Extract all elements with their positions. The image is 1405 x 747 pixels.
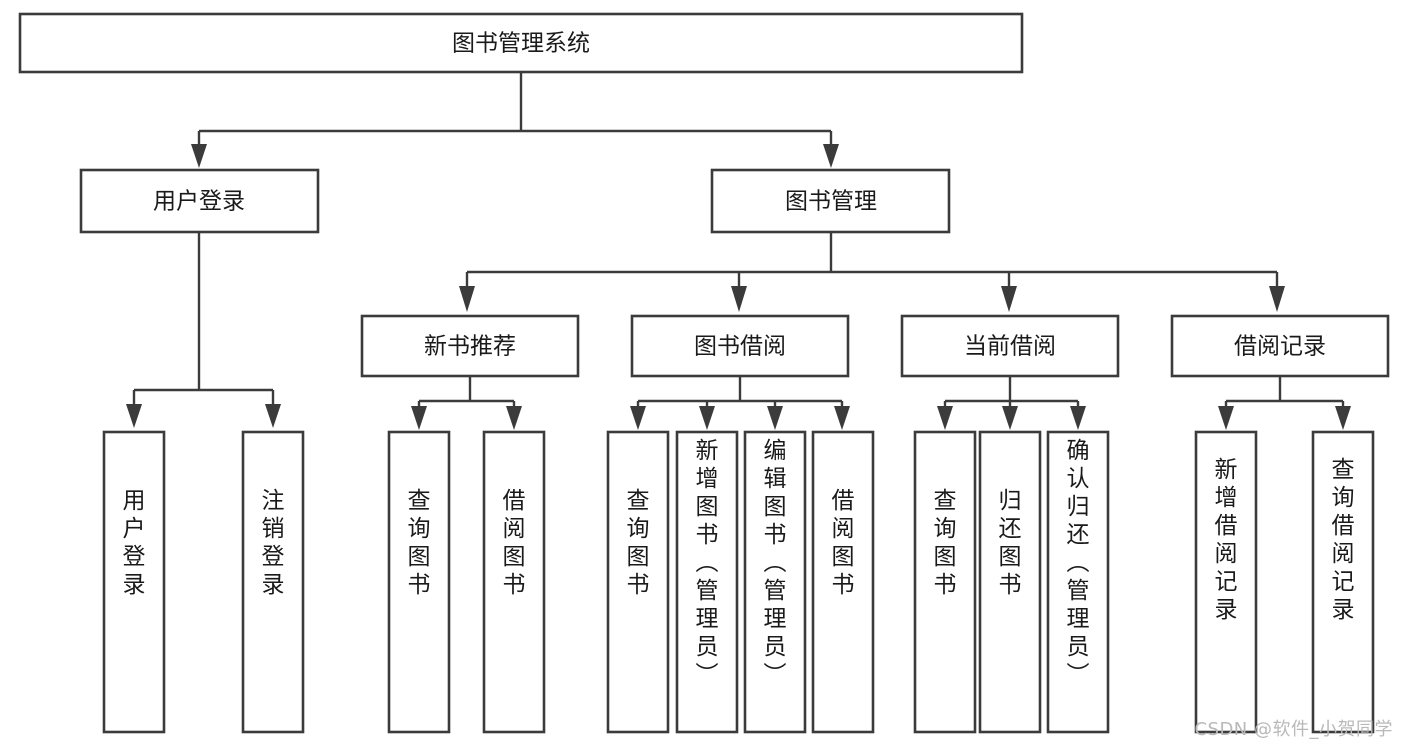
node-user-login-label: 用户登录 (153, 189, 245, 215)
arrowhead-bb-add-book (699, 406, 715, 430)
leaf-br-add-record-box[interactable] (1194, 430, 1258, 734)
arrowhead-br-add-record (1218, 406, 1234, 430)
arrowhead-cb-confirm-return (1070, 406, 1086, 430)
csdn-watermark: CSDN @软件_小贺同学 (1194, 719, 1393, 740)
node-new-book-recommend-box[interactable] (360, 314, 580, 378)
node-book-borrow-label: 图书借阅 (694, 334, 786, 360)
node-current-borrow-label: 当前借阅 (964, 334, 1056, 360)
node-root-box[interactable] (18, 12, 1024, 74)
connector-group-root (191, 72, 839, 168)
arrowhead-nbr-query-book (411, 406, 427, 430)
leaf-cb-return-book-label: 归还图书 (999, 488, 1022, 598)
leaf-logout-login[interactable]: 注销登录 (241, 430, 305, 734)
connector-group-current-borrow (937, 376, 1086, 430)
leaf-cb-confirm-return[interactable]: 确认归还︵管理员︶ (1046, 430, 1110, 734)
leaf-bb-borrow-book-label: 借阅图书 (832, 488, 855, 598)
leaf-nbr-borrow-book[interactable]: 借阅图书 (482, 430, 546, 734)
node-current-borrow[interactable]: 当前借阅 (900, 314, 1120, 378)
arrowhead-current-borrow (1001, 286, 1017, 312)
leaf-bb-add-book-box[interactable] (675, 430, 739, 734)
node-book-management-label: 图书管理 (785, 189, 877, 215)
node-current-borrow-box[interactable] (900, 314, 1120, 378)
arrowhead-bb-query-book (630, 406, 646, 430)
arrowhead-br-query-record (1335, 406, 1351, 430)
arrowhead-user-login (191, 144, 207, 168)
connector-group-user-login (126, 233, 281, 428)
arrowhead-book-borrow (731, 286, 747, 312)
leaf-nbr-query-book-box[interactable] (387, 430, 451, 734)
leaf-br-query-record-box[interactable] (1311, 430, 1375, 734)
arrowhead-leaf-logout (265, 404, 281, 428)
node-book-borrow[interactable]: 图书借阅 (630, 314, 850, 378)
arrowhead-nbr-borrow-book (506, 406, 522, 430)
arrowhead-new-book-recommend (459, 286, 475, 312)
leaf-cb-query-book[interactable]: 查询图书 (913, 430, 977, 734)
leaf-logout-login-box[interactable] (241, 430, 305, 734)
node-user-login[interactable]: 用户登录 (79, 168, 320, 234)
leaf-br-add-record[interactable]: 新增借阅记录 (1194, 430, 1258, 734)
connector-group-book-manage (459, 233, 1285, 312)
arrowhead-bb-edit-book (767, 406, 783, 430)
leaf-bb-query-book-box[interactable] (606, 430, 670, 734)
node-borrow-record-box[interactable] (1170, 314, 1390, 378)
connector-group-new-book-recommend (411, 376, 522, 430)
arrowhead-borrow-record (1269, 286, 1285, 312)
leaf-bb-edit-book-box[interactable] (743, 430, 807, 734)
node-root-label: 图书管理系统 (452, 31, 590, 57)
arrowhead-book-manage (823, 144, 839, 168)
node-root-book-management-system[interactable]: 图书管理系统 (18, 12, 1024, 74)
leaf-logout-login-label: 注销登录 (262, 488, 285, 598)
node-borrow-record[interactable]: 借阅记录 (1170, 314, 1390, 378)
leaf-br-query-record[interactable]: 查询借阅记录 (1311, 430, 1375, 734)
leaf-br-add-record-label: 新增借阅记录 (1215, 457, 1238, 623)
leaf-bb-edit-book[interactable]: 编辑图书︵管理员︶ (743, 430, 807, 734)
arrowhead-cb-query-book (937, 406, 953, 430)
leaf-bb-query-book[interactable]: 查询图书 (606, 430, 670, 734)
leaf-user-login[interactable]: 用户登录 (102, 430, 166, 734)
connector-group-book-borrow (630, 376, 850, 430)
leaf-br-query-record-label: 查询借阅记录 (1332, 457, 1355, 623)
node-book-management-box[interactable] (710, 168, 951, 234)
node-user-login-box[interactable] (79, 168, 320, 234)
leaf-bb-add-book-label: 新增图书︵管理员︶ (696, 438, 719, 688)
leaf-user-login-label: 用户登录 (123, 488, 146, 598)
node-new-book-recommend[interactable]: 新书推荐 (360, 314, 580, 378)
leaf-nbr-borrow-book-box[interactable] (482, 430, 546, 734)
connector-group-borrow-record (1218, 376, 1351, 430)
node-book-management[interactable]: 图书管理 (710, 168, 951, 234)
leaf-nbr-query-book[interactable]: 查询图书 (387, 430, 451, 734)
leaf-bb-edit-book-label: 编辑图书︵管理员︶ (764, 438, 787, 688)
leaf-bb-query-book-label: 查询图书 (627, 488, 650, 598)
leaf-cb-confirm-return-label: 确认归还︵管理员︶ (1067, 438, 1090, 688)
arrowhead-leaf-user-login (126, 404, 142, 428)
leaf-cb-return-book[interactable]: 归还图书 (978, 430, 1042, 734)
node-borrow-record-label: 借阅记录 (1234, 334, 1326, 360)
leaf-bb-add-book[interactable]: 新增图书︵管理员︶ (675, 430, 739, 734)
leaf-cb-confirm-return-box[interactable] (1046, 430, 1110, 734)
arrowhead-cb-return-book (1002, 406, 1018, 430)
leaf-bb-borrow-book-box[interactable] (811, 430, 875, 734)
node-new-book-recommend-label: 新书推荐 (424, 334, 516, 360)
leaf-nbr-borrow-book-label: 借阅图书 (503, 488, 526, 598)
leaf-bb-borrow-book[interactable]: 借阅图书 (811, 430, 875, 734)
arrowhead-bb-borrow-book (834, 406, 850, 430)
leaf-nbr-query-book-label: 查询图书 (408, 488, 431, 598)
leaf-cb-query-book-box[interactable] (913, 430, 977, 734)
leaf-cb-return-book-box[interactable] (978, 430, 1042, 734)
leaf-user-login-box[interactable] (102, 430, 166, 734)
leaf-cb-query-book-label: 查询图书 (934, 488, 957, 598)
node-book-borrow-box[interactable] (630, 314, 850, 378)
